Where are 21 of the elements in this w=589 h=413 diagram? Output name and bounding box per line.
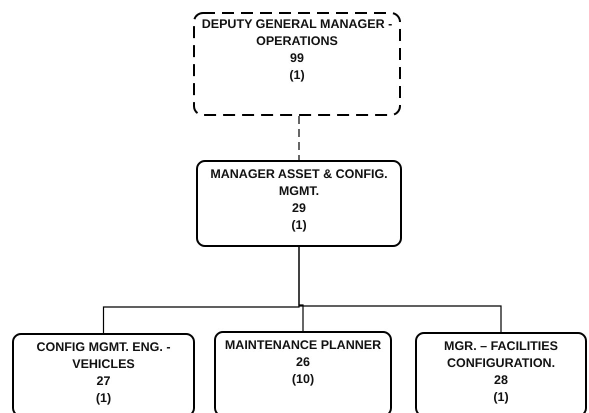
position-title: MANAGER ASSET & CONFIG. MGMT.: [209, 166, 389, 200]
position-box: [214, 331, 392, 413]
headcount: (1): [94, 390, 112, 407]
position-number: 99: [289, 50, 305, 67]
position-number: 28: [493, 372, 509, 389]
position-box: [415, 332, 587, 413]
position-number: 29: [291, 200, 307, 217]
position-title: CONFIG MGMT. ENG. - VEHICLES: [35, 339, 172, 373]
headcount: (1): [288, 67, 306, 84]
connector-line: [298, 116, 300, 160]
position-title: DEPUTY GENERAL MANAGER - OPERATIONS: [200, 16, 394, 50]
position-number: 26: [295, 354, 311, 371]
position-box: [196, 160, 402, 247]
position-title: MGR. – FACILITIES CONFIGURATION.: [443, 338, 559, 372]
headcount: (1): [290, 217, 308, 234]
connector-line: [298, 247, 502, 332]
headcount: (1): [492, 389, 510, 406]
position-box: [12, 333, 195, 413]
position-number: 27: [96, 373, 112, 390]
position-title: MAINTENANCE PLANNER: [224, 337, 382, 354]
headcount: (10): [290, 371, 316, 388]
